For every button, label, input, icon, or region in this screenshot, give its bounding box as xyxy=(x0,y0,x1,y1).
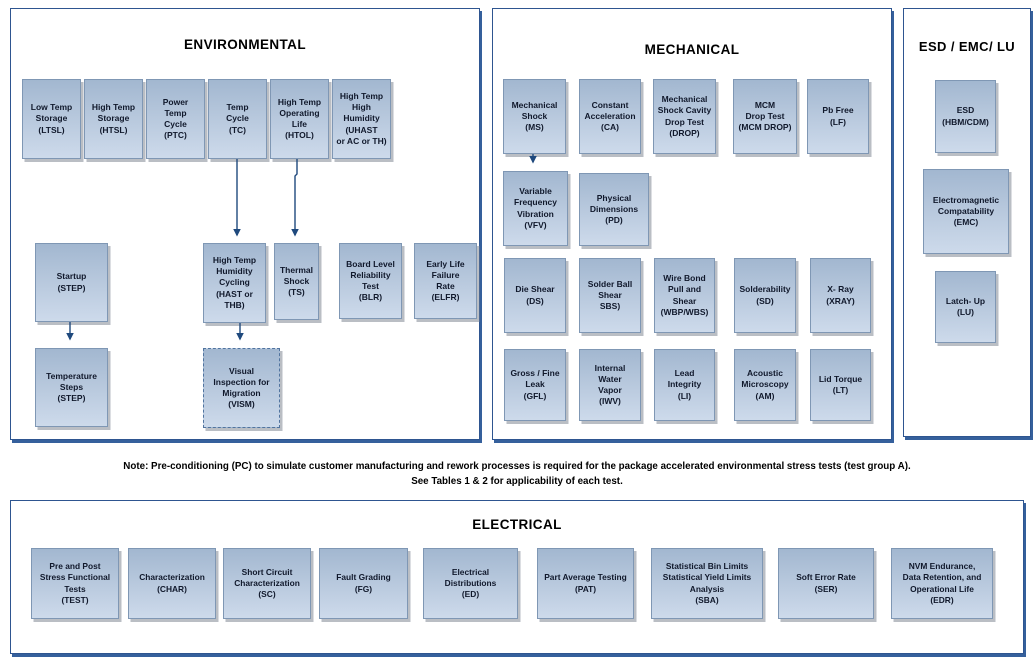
box-xray: X- Ray (XRAY) xyxy=(810,258,871,333)
box-hast: High Temp Humidity Cycling (HAST or THB) xyxy=(203,243,266,323)
box-htol: High Temp Operating Life (HTOL) xyxy=(270,79,329,159)
box-esd: ESD (HBM/CDM) xyxy=(935,80,996,153)
box-ds: Die Shear (DS) xyxy=(504,258,566,333)
box-pat: Part Average Testing (PAT) xyxy=(537,548,634,619)
box-fg: Fault Grading (FG) xyxy=(319,548,408,619)
box-pd: Physical Dimensions (PD) xyxy=(579,173,649,246)
box-temperature-steps: Temperature Steps (STEP) xyxy=(35,348,108,427)
box-wbp-wbs: Wire Bond Pull and Shear (WBP/WBS) xyxy=(654,258,715,333)
box-ts: Thermal Shock (TS) xyxy=(274,243,319,320)
panel-mechanical: MECHANICAL Mechanical Shock (MS) Constan… xyxy=(492,8,892,440)
box-startup: Startup (STEP) xyxy=(35,243,108,322)
box-mcm-drop: MCM Drop Test (MCM DROP) xyxy=(733,79,797,154)
box-lf: Pb Free (LF) xyxy=(807,79,869,154)
box-emc: Electromagnetic Compatability (EMC) xyxy=(923,169,1009,254)
box-ltsl: Low Temp Storage (LTSL) xyxy=(22,79,81,159)
panel-electrical: ELECTRICAL Pre and Post Stress Functiona… xyxy=(10,500,1024,654)
box-tc: Temp Cycle (TC) xyxy=(208,79,267,159)
box-ed: Electrical Distributions (ED) xyxy=(423,548,518,619)
box-test: Pre and Post Stress Functional Tests (TE… xyxy=(31,548,119,619)
box-vism: Visual Inspection for Migration (VISM) xyxy=(203,348,280,428)
mechanical-title: MECHANICAL xyxy=(644,42,740,57)
note: Note: Pre-conditioning (PC) to simulate … xyxy=(0,459,1034,489)
box-lu: Latch- Up (LU) xyxy=(935,271,996,343)
box-ptc: Power Temp Cycle (PTC) xyxy=(146,79,205,159)
box-blr: Board Level Reliability Test (BLR) xyxy=(339,243,402,319)
box-char: Characterization (CHAR) xyxy=(128,548,216,619)
panel-esd-emc-lu: ESD / EMC/ LU ESD (HBM/CDM) Electromagne… xyxy=(903,8,1031,437)
box-uhast: High Temp High Humidity (UHAST or AC or … xyxy=(332,79,391,159)
note-line-1: Note: Pre-conditioning (PC) to simulate … xyxy=(123,461,911,472)
box-iwv: Internal Water Vapor (IWV) xyxy=(579,349,641,421)
environmental-title: ENVIRONMENTAL xyxy=(184,37,306,52)
box-ser: Soft Error Rate (SER) xyxy=(778,548,874,619)
box-sd: Solderability (SD) xyxy=(734,258,796,333)
box-lt: Lid Torque (LT) xyxy=(810,349,871,421)
box-gfl: Gross / Fine Leak (GFL) xyxy=(504,349,566,421)
box-drop: Mechanical Shock Cavity Drop Test (DROP) xyxy=(653,79,716,154)
box-vfv: Variable Frequency Vibration (VFV) xyxy=(503,171,568,246)
note-line-2: See Tables 1 & 2 for applicability of ea… xyxy=(411,476,623,488)
box-edr: NVM Endurance, Data Retention, and Opera… xyxy=(891,548,993,619)
esd-emc-lu-title: ESD / EMC/ LU xyxy=(918,39,1016,54)
box-ca: Constant Acceleration (CA) xyxy=(579,79,641,154)
box-sc: Short Circuit Characterization (SC) xyxy=(223,548,311,619)
panel-environmental: ENVIRONMENTAL Low Temp Storage (LTSL) Hi… xyxy=(10,8,480,440)
box-elfr: Early Life Failure Rate (ELFR) xyxy=(414,243,477,319)
electrical-title: ELECTRICAL xyxy=(472,517,562,532)
box-sba: Statistical Bin Limits Statistical Yield… xyxy=(651,548,763,619)
box-sbs: Solder Ball Shear SBS) xyxy=(579,258,641,333)
box-ms: Mechanical Shock (MS) xyxy=(503,79,566,154)
box-htsl: High Temp Storage (HTSL) xyxy=(84,79,143,159)
box-am: Acoustic Microscopy (AM) xyxy=(734,349,796,421)
box-li: Lead Integrity (LI) xyxy=(654,349,715,421)
